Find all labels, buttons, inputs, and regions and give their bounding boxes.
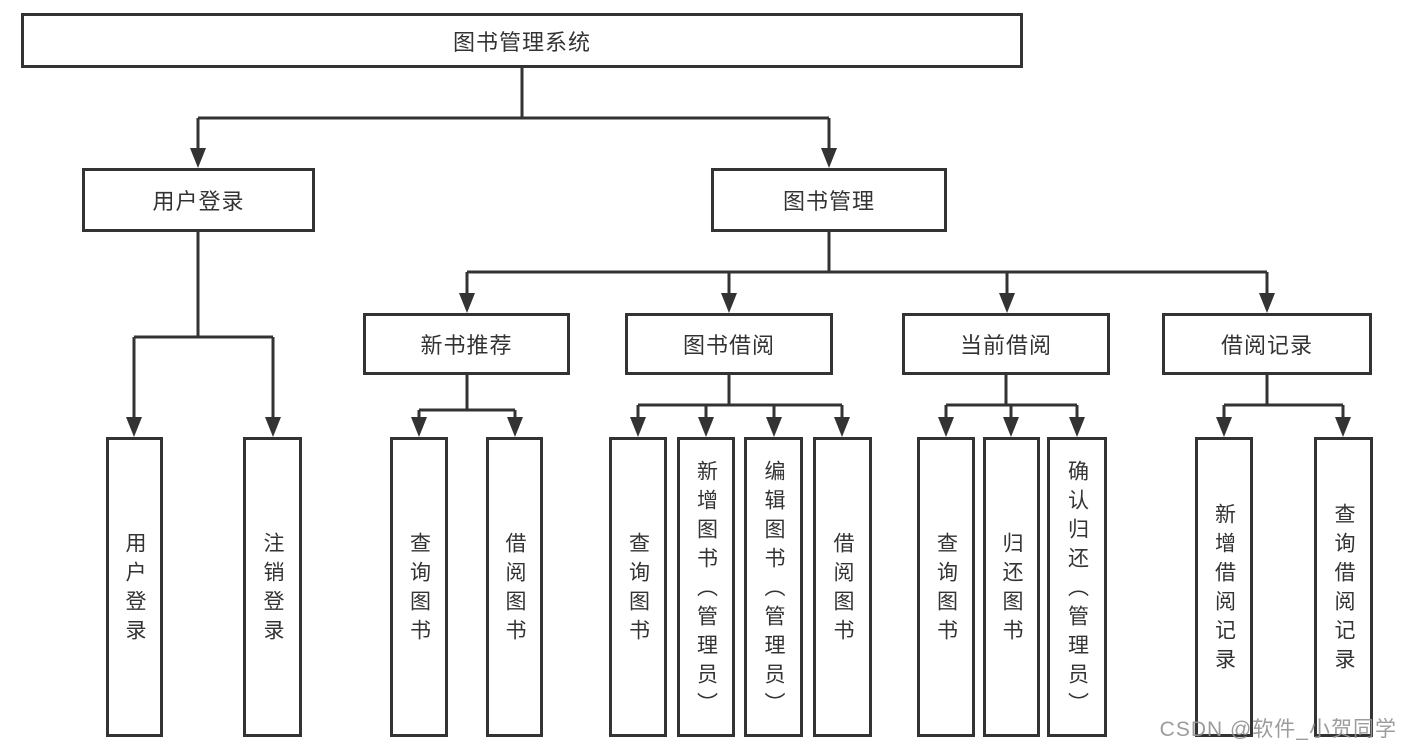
csdn-watermark: CSDN @软件_小贺同学 (1159, 718, 1397, 741)
node-book-management: 图书管理 (711, 168, 947, 232)
node-root-library-system: 图书管理系统 (21, 13, 1023, 68)
leaf-user-login: 用户登录 (106, 437, 163, 737)
leaf-borrow-books: 借阅图书 (813, 437, 872, 737)
leaf-query-books-current: 查询图书 (917, 437, 975, 737)
leaf-edit-books-admin: 编辑图书（管理员） (744, 437, 803, 737)
node-new-book-recommend: 新书推荐 (363, 313, 570, 375)
node-borrowing-records: 借阅记录 (1162, 313, 1372, 375)
leaf-logout: 注销登录 (243, 437, 302, 737)
leaf-return-books: 归还图书 (983, 437, 1040, 737)
leaf-borrow-books-recommend: 借阅图书 (486, 437, 543, 737)
leaf-add-books-admin: 新增图书（管理员） (677, 437, 735, 737)
leaf-add-borrow-record: 新增借阅记录 (1195, 437, 1253, 737)
node-current-borrowing: 当前借阅 (902, 313, 1110, 375)
leaf-query-borrow-record: 查询借阅记录 (1314, 437, 1373, 737)
node-book-borrowing: 图书借阅 (625, 313, 833, 375)
leaf-query-books: 查询图书 (609, 437, 667, 737)
node-user-login: 用户登录 (82, 168, 315, 232)
leaf-confirm-return-admin: 确认归还（管理员） (1047, 437, 1107, 737)
leaf-query-books-recommend: 查询图书 (390, 437, 448, 737)
